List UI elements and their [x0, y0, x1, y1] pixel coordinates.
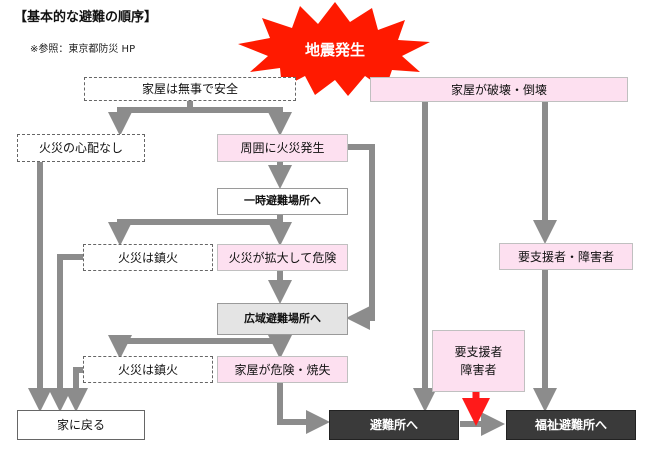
- node-needs-support-2: 要支援者 障害者: [432, 330, 525, 392]
- node-go-home: 家に戻る: [17, 410, 145, 440]
- node-fire-spread: 火災が拡大して危険: [217, 244, 348, 271]
- arrow-danger-to-shelter: [277, 382, 330, 434]
- diagram-title: 【基本的な避難の順序】: [14, 10, 158, 25]
- node-house-safe: 家屋は無事で安全: [84, 77, 296, 101]
- arrow-wide-to-fireout2: [108, 335, 283, 359]
- arrow-safe-to-firenearby: [190, 107, 292, 136]
- node-fire-out-2: 火災は鎮火: [83, 356, 213, 383]
- node-no-fire-worry: 火災の心配なし: [17, 134, 145, 162]
- node-fire-out-1: 火災は鎮火: [83, 244, 213, 271]
- node-shelter: 避難所へ: [329, 410, 459, 440]
- arrow-firenearby-to-wide: [346, 144, 375, 330]
- node-wide-evac: 広域避難場所へ: [217, 303, 348, 335]
- node-needs-support: 要支援者・障害者: [499, 243, 633, 270]
- arrow-fireout2-to-home: [64, 367, 88, 412]
- node-house-destroyed: 家屋が破壊・倒壊: [370, 77, 628, 102]
- node-fire-nearby: 周囲に火災発生: [217, 134, 348, 162]
- earthquake-burst: [238, 2, 430, 96]
- node-welfare-shelter: 福祉避難所へ: [506, 410, 636, 440]
- earthquake-label: 地震発生: [304, 41, 365, 59]
- source-note: ※参照：東京都防災 HP: [30, 44, 136, 55]
- node-temp-evac: 一時避難場所へ: [217, 188, 348, 215]
- arrow-temp-to-fireout1: [108, 214, 283, 246]
- needs-support-2-line1: 要支援者: [454, 345, 503, 359]
- needs-support-2-line2: 障害者: [460, 363, 497, 377]
- arrow-safe-to-nofire: [108, 100, 193, 136]
- arrow-fireout1-to-home: [48, 254, 83, 412]
- node-house-danger: 家屋が危険・焼失: [217, 356, 348, 383]
